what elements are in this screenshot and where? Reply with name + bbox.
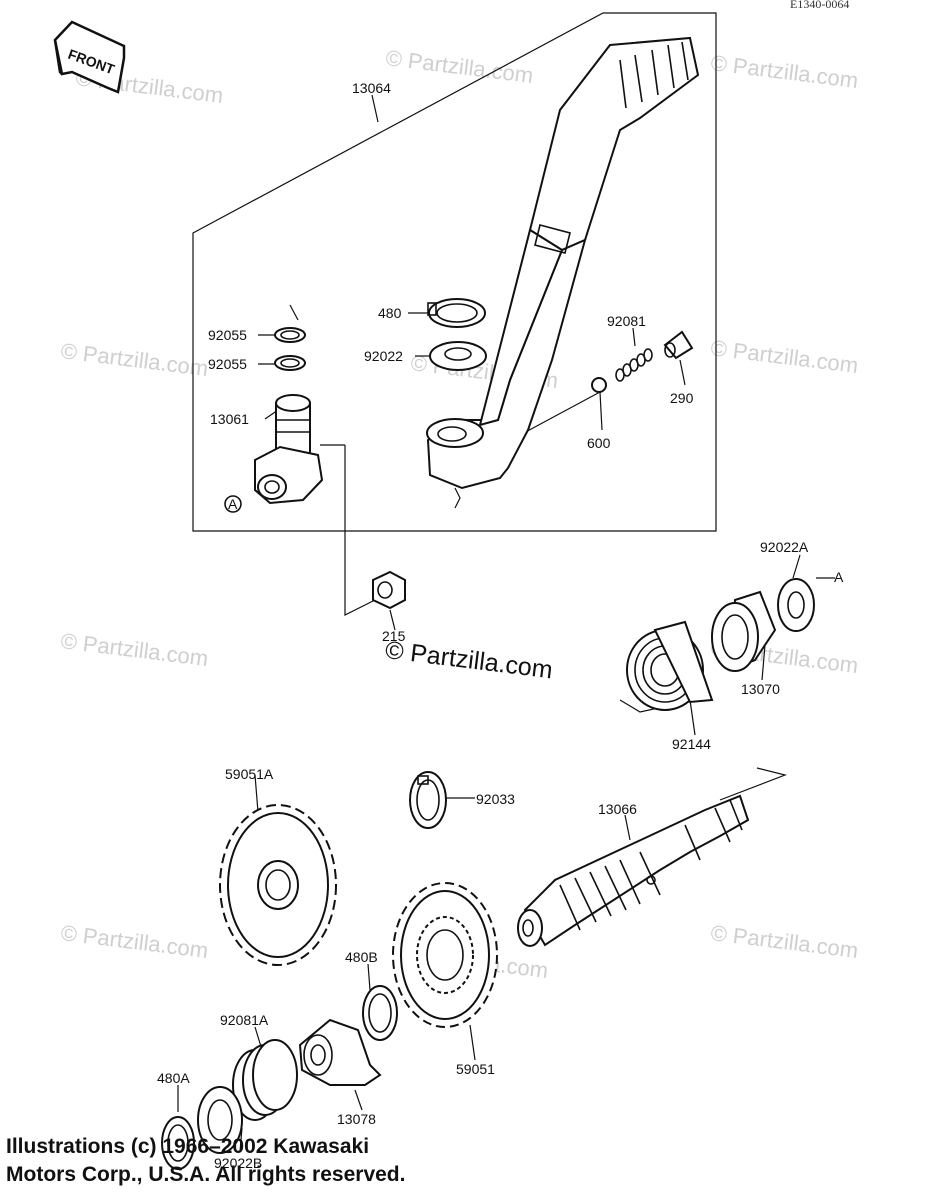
label-92022b: 92022B [214,1155,262,1171]
label-290: 290 [670,390,694,406]
kick-pedal-lever [426,36,700,490]
copyright-notice: Illustrations (c) 1966–2002 Kawasaki Mot… [6,1133,405,1189]
label-13064: 13064 [352,80,391,96]
part-480-circlip [427,298,486,328]
part-290-cap [663,330,694,360]
watermark: © Partzilla.com [59,920,209,963]
part-59051a-gear [219,804,337,966]
ref-a-label: A [228,496,238,512]
label-92022a: 92022A [760,539,809,555]
label-59051a: 59051A [225,766,274,782]
part-13070-collar [711,590,777,672]
label-92022: 92022 [364,348,403,364]
front-arrow-icon: FRONT [53,20,126,94]
part-13078-ratchet [298,1018,382,1086]
watermark: © Partzilla.com [709,50,859,93]
watermark: © Partzilla.com [384,45,534,88]
copyright-line-2: Motors Corp., U.S.A. All rights reserved… [6,1163,406,1186]
part-480a-circlip [161,1116,195,1170]
label-480b: 480B [345,949,378,965]
label-59051: 59051 [456,1061,495,1077]
label-13061: 13061 [210,411,249,427]
part-13066-shaft [517,794,750,947]
copyright-line-1: Illustrations (c) 1966–2002 Kawasaki [6,1135,370,1158]
watermark: © Partzilla.com [709,335,859,378]
part-92022b-washer [197,1086,243,1154]
label-92144: 92144 [672,736,711,752]
ref-a-marker [224,495,242,513]
watermark: © Partzilla.com [709,920,859,963]
part-59051-gear [392,882,498,1028]
part-92081-spring [615,348,653,382]
label-92033: 92033 [476,791,515,807]
watermark-layer: © Partzilla.com © Partzilla.com © Partzi… [59,45,859,983]
label-215: 215 [382,628,406,644]
label-480a: 480A [157,1070,190,1086]
label-13070: 13070 [741,681,780,697]
label-13066: 13066 [598,801,637,817]
part-92022a-washer [777,578,815,632]
part-13061-boss [254,394,324,505]
part-92022-washer [429,341,487,371]
part-92033-circlip [409,771,447,829]
label-92055: 92055 [208,327,247,343]
part-600-ball [591,377,607,393]
ref-a-label: A [834,569,844,585]
label-480: 480 [378,305,402,321]
part-92144-spring [626,620,714,711]
label-600: 600 [587,435,611,451]
part-215-nut [372,570,406,610]
part-92055-orings [274,327,306,371]
label-92055: 92055 [208,356,247,372]
label-13078: 13078 [337,1111,376,1127]
leader-lines [177,94,835,1153]
assembly-box [192,12,717,532]
watermark: © Partzilla.com [59,338,209,381]
part-92081a-spring [232,1039,298,1121]
part-480b-circlip [362,985,398,1041]
watermark: © Partzilla.com [59,628,209,671]
diagram-code: E1340-0064 [790,0,850,11]
label-92081: 92081 [607,313,646,329]
part-labels: 13064 480 92081 92022 92055 92055 290 13… [157,80,809,1171]
label-92081a: 92081A [220,1012,269,1028]
